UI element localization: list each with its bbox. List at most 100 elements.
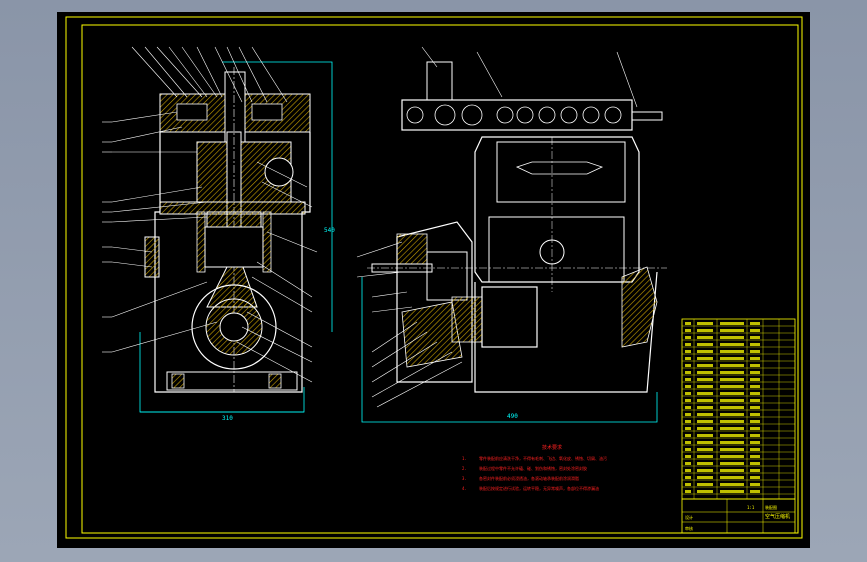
table-cell-mark	[697, 448, 713, 451]
table-cell-mark	[750, 357, 760, 360]
table-cell-mark	[685, 413, 691, 416]
note-text: 零件装配前应清洗干净，不得有毛刺、飞边、氧化皮、锈蚀、切屑、油污	[479, 455, 607, 461]
left-view-dimension: 310	[222, 415, 233, 422]
table-cell-mark	[750, 399, 760, 402]
table-cell-mark	[750, 434, 760, 437]
drawing-scale: 1:1	[747, 505, 755, 510]
table-cell-mark	[697, 441, 713, 444]
table-cell-mark	[685, 385, 691, 388]
table-cell-mark	[750, 455, 760, 458]
table-cell-mark	[720, 413, 744, 416]
table-cell-mark	[720, 420, 744, 423]
table-cell-mark	[750, 490, 760, 493]
table-cell-mark	[750, 483, 760, 486]
table-cell-mark	[685, 462, 691, 465]
table-cell-mark	[685, 329, 691, 332]
note-number: 1.	[462, 456, 467, 461]
table-cell-mark	[685, 476, 691, 479]
table-cell-mark	[720, 378, 744, 381]
table-cell-mark	[697, 462, 713, 465]
table-cell-mark	[697, 469, 713, 472]
table-cell-mark	[685, 336, 691, 339]
cad-drawing: 310 540	[65, 16, 803, 539]
table-cell-mark	[720, 490, 744, 493]
table-cell-mark	[720, 483, 744, 486]
table-cell-mark	[720, 357, 744, 360]
table-cell-mark	[685, 399, 691, 402]
table-cell-mark	[720, 406, 744, 409]
table-cell-mark	[685, 350, 691, 353]
table-cell-mark	[697, 427, 713, 430]
note-text: 装配过程中零件不允许磕、碰、划伤和锈蚀，密封处涂密封胶	[479, 465, 587, 471]
table-cell-mark	[685, 357, 691, 360]
table-cell-mark	[750, 385, 760, 388]
table-cell-mark	[697, 329, 713, 332]
table-cell-mark	[685, 483, 691, 486]
table-cell-mark	[685, 427, 691, 430]
title-block: 空气压缩机 1:1 装配图 设计 审核	[681, 498, 796, 534]
right-external-view: 490	[356, 46, 667, 423]
table-cell-mark	[685, 378, 691, 381]
table-cell-mark	[750, 364, 760, 367]
table-cell-mark	[750, 336, 760, 339]
table-cell-mark	[685, 371, 691, 374]
table-cell-mark	[697, 483, 713, 486]
table-cell-mark	[697, 399, 713, 402]
table-cell-mark	[750, 476, 760, 479]
inner-frame	[81, 24, 799, 534]
table-cell-mark	[685, 490, 691, 493]
table-cell-mark	[697, 350, 713, 353]
table-cell-mark	[750, 448, 760, 451]
notes-heading: 技术要求	[542, 444, 562, 451]
table-cell-mark	[720, 399, 744, 402]
table-cell-mark	[750, 406, 760, 409]
table-cell-mark	[685, 322, 691, 325]
table-cell-mark	[750, 420, 760, 423]
table-cell-mark	[697, 385, 713, 388]
table-cell-mark	[750, 462, 760, 465]
checker-label: 审核	[685, 525, 693, 531]
table-cell-mark	[685, 455, 691, 458]
note-number: 3.	[462, 476, 467, 481]
table-cell-mark	[685, 364, 691, 367]
height-dimension: 540	[324, 227, 335, 234]
table-cell-mark	[697, 413, 713, 416]
cad-viewport[interactable]: 310 540	[57, 12, 810, 548]
table-cell-mark	[720, 427, 744, 430]
table-cell-mark	[720, 385, 744, 388]
table-cell-mark	[720, 476, 744, 479]
note-number: 2.	[462, 466, 467, 471]
table-cell-mark	[720, 343, 744, 346]
table-cell-mark	[750, 413, 760, 416]
table-cell-mark	[750, 469, 760, 472]
table-cell-mark	[697, 392, 713, 395]
table-cell-mark	[685, 448, 691, 451]
designer-label: 设计	[685, 514, 693, 520]
table-cell-mark	[720, 441, 744, 444]
left-section-view: 310 540	[102, 46, 335, 422]
table-cell-mark	[720, 448, 744, 451]
table-cell-mark	[685, 420, 691, 423]
table-cell-mark	[697, 490, 713, 493]
table-cell-mark	[720, 392, 744, 395]
table-cell-mark	[750, 371, 760, 374]
table-cell-mark	[685, 392, 691, 395]
table-cell-mark	[720, 322, 744, 325]
table-cell-mark	[685, 441, 691, 444]
table-cell-mark	[750, 441, 760, 444]
table-cell-mark	[697, 406, 713, 409]
table-cell-mark	[720, 371, 744, 374]
table-cell-mark	[750, 392, 760, 395]
table-cell-mark	[697, 420, 713, 423]
table-cell-mark	[685, 434, 691, 437]
table-cell-mark	[697, 343, 713, 346]
table-cell-mark	[720, 455, 744, 458]
table-cell-mark	[697, 378, 713, 381]
table-cell-mark	[685, 406, 691, 409]
note-number: 4.	[462, 486, 467, 491]
parts-list-table	[681, 318, 796, 500]
table-cell-mark	[697, 455, 713, 458]
drawing-name: 空气压缩机	[765, 513, 790, 520]
table-cell-mark	[697, 336, 713, 339]
table-cell-mark	[697, 476, 713, 479]
